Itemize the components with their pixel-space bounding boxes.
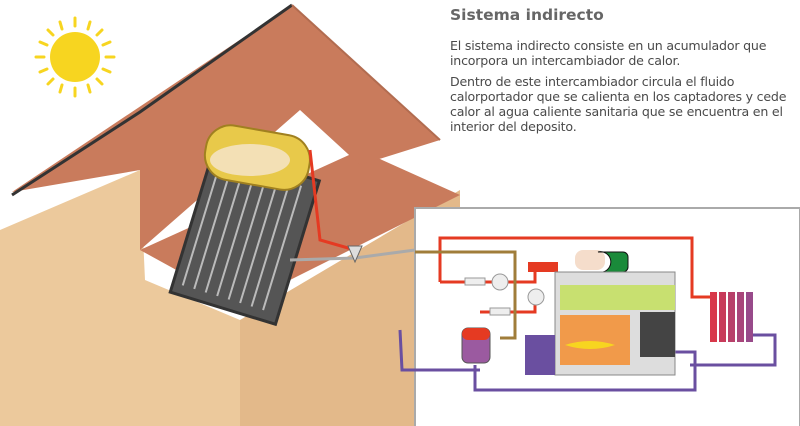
paragraph-2: Dentro de este intercambiador circula el… [450, 74, 787, 134]
description-panel: Sistema indirecto El sistema indirecto c… [450, 6, 795, 140]
sun-icon [34, 16, 116, 98]
boiler-room [398, 207, 800, 426]
storage-tank [203, 124, 311, 191]
radiator [710, 292, 753, 342]
paragraph-1: El sistema indirecto consiste en un acum… [450, 38, 767, 68]
heading: Sistema indirecto [450, 6, 604, 24]
